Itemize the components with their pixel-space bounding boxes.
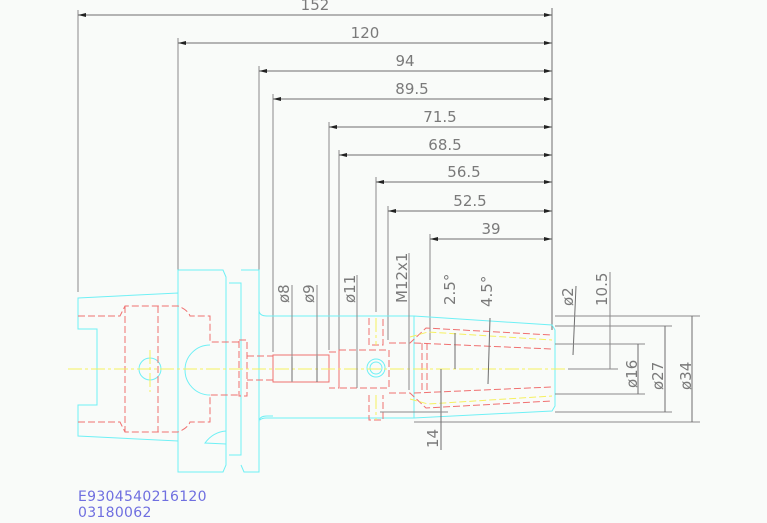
dim-label-14: 14 bbox=[424, 429, 442, 448]
dim-14: 14 bbox=[380, 369, 448, 450]
dim-89.5: 89.5 bbox=[272, 80, 552, 352]
dim-label-d8: ø8 bbox=[275, 284, 293, 303]
dim-label-10.5: 10.5 bbox=[593, 273, 611, 306]
dim-152: 152 bbox=[77, 0, 552, 292]
dim-label-m12x1: M12x1 bbox=[393, 253, 411, 303]
dim-label-d16: ø16 bbox=[623, 360, 641, 388]
dim-label-angle-4.5: 4.5° bbox=[478, 276, 496, 307]
item-code: 03180062 bbox=[78, 505, 152, 521]
dim-71.5: 71.5 bbox=[328, 108, 552, 350]
dim-39: 39 bbox=[429, 220, 552, 340]
dim-label-56.5: 56.5 bbox=[447, 163, 480, 181]
dim-label-d2: ø2 bbox=[559, 287, 577, 306]
dim-120: 120 bbox=[177, 24, 552, 270]
dim-56.5: 56.5 bbox=[375, 163, 552, 312]
dim-label-68.5: 68.5 bbox=[428, 136, 461, 154]
dim-label-angle-2.5: 2.5° bbox=[441, 274, 459, 305]
diameter-dims: ø8 ø9 ø11 M12x1 2.5° 4.5° ø2 10.5 bbox=[275, 253, 611, 390]
dim-label-89.5: 89.5 bbox=[395, 80, 428, 98]
dim-label-52.5: 52.5 bbox=[453, 192, 486, 210]
dim-label-39: 39 bbox=[481, 220, 500, 238]
dim-label-d27: ø27 bbox=[649, 362, 667, 390]
dim-label-d34: ø34 bbox=[677, 362, 695, 390]
dim-68.5: 68.5 bbox=[338, 136, 552, 350]
dim-label-120: 120 bbox=[351, 24, 380, 42]
dim-label-d11: ø11 bbox=[341, 275, 359, 303]
right-dims: ø16 ø27 ø34 bbox=[414, 315, 700, 423]
holder-body-outline bbox=[77, 269, 556, 473]
dim-94: 94 bbox=[258, 52, 552, 310]
dim-label-94: 94 bbox=[395, 52, 414, 70]
dim-label-152: 152 bbox=[301, 0, 330, 14]
part-number: E9304540216120 bbox=[78, 489, 207, 505]
dim-label-d9: ø9 bbox=[300, 284, 318, 303]
dim-label-71.5: 71.5 bbox=[423, 108, 456, 126]
dim-52.5: 52.5 bbox=[387, 192, 552, 340]
